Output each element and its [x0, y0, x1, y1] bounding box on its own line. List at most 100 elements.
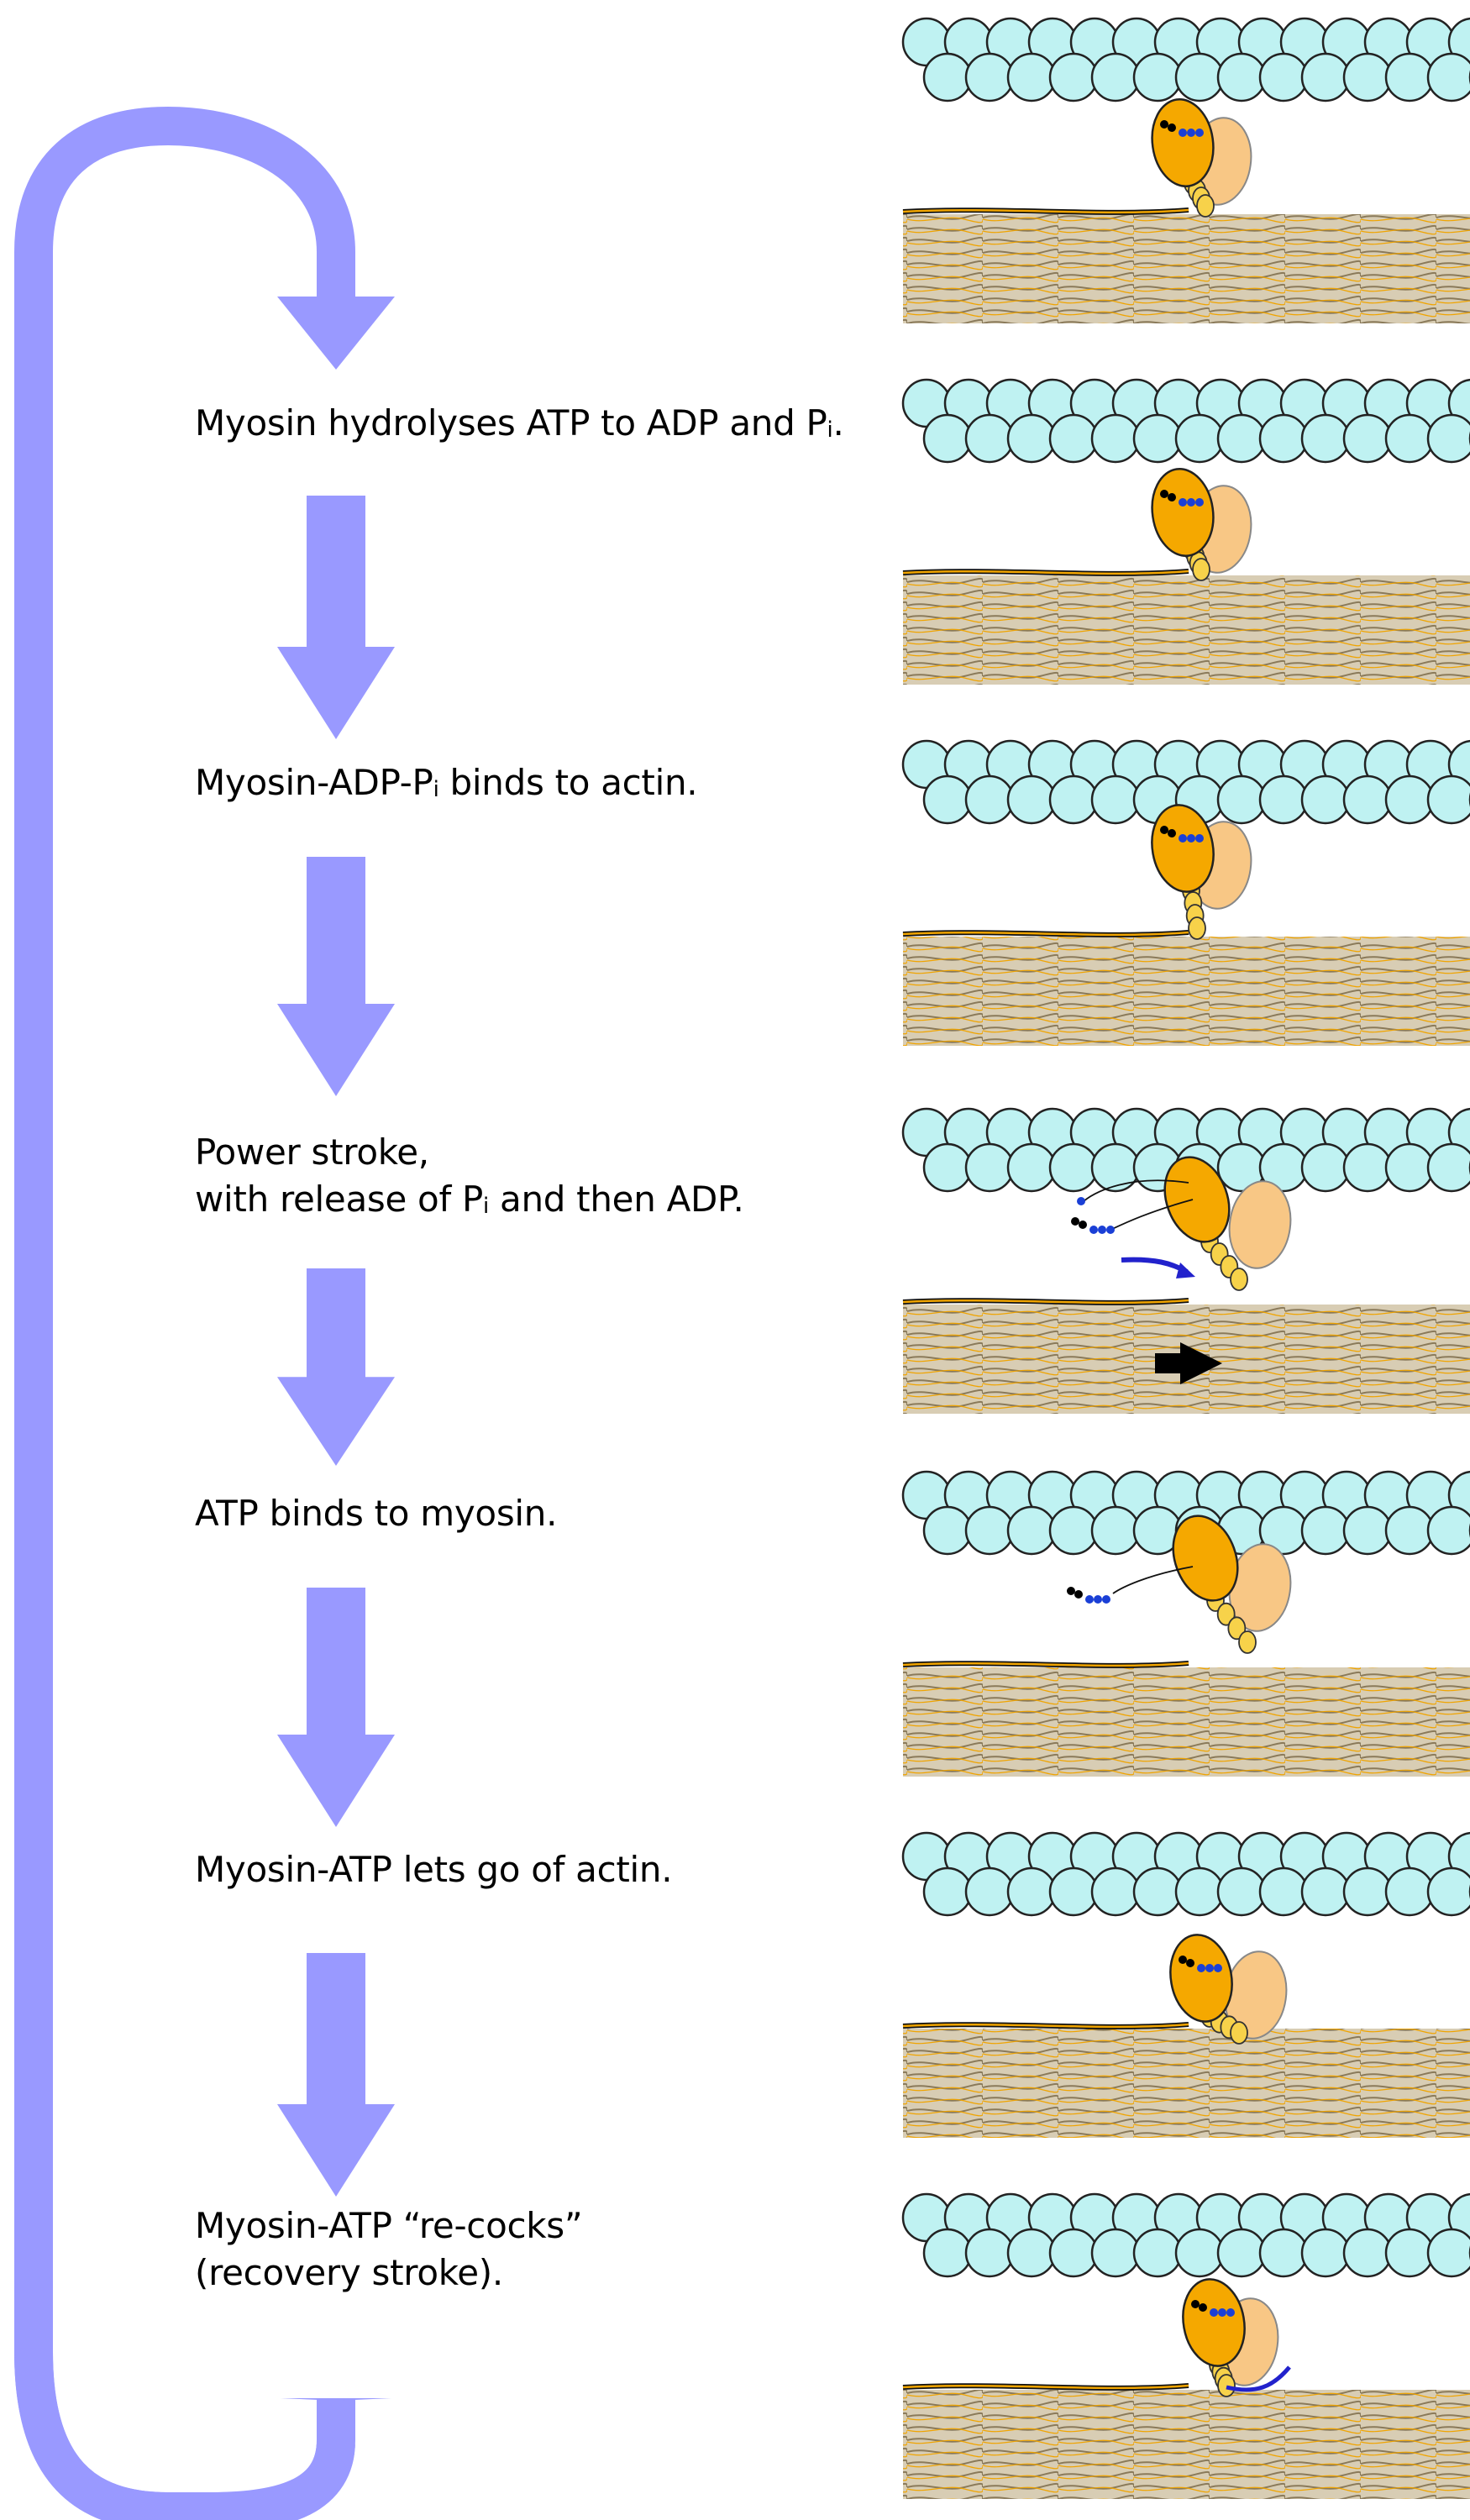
filament-motion-arrow [1155, 1342, 1222, 1384]
myosin-tail-highlight [902, 1299, 1189, 1305]
actin-monomer [964, 2228, 1015, 2278]
actin-monomer [1132, 1866, 1183, 1917]
actin-monomer [1132, 52, 1183, 102]
myosin-head [1151, 804, 1215, 893]
actin-monomer [1174, 52, 1225, 102]
step-hydrolysis-text: Myosin hydrolyses ATP to ADP and Pi. [195, 402, 844, 444]
actin-monomer [1342, 774, 1393, 825]
actin-monomer [1216, 774, 1267, 825]
actin-monomer [1426, 774, 1470, 825]
myosin-head [1172, 1515, 1239, 1602]
recovery-stroke-arrow [1226, 2365, 1291, 2392]
actin-monomer [1384, 1142, 1435, 1193]
actin-monomer [1426, 1142, 1470, 1193]
nucleotide-phosphate-dot [1218, 2308, 1226, 2317]
actin-monomer [964, 1505, 1015, 1556]
nucleotide-adp-dot [1168, 493, 1176, 501]
down-arrow-head-5 [277, 2104, 395, 2197]
down-arrow-shaft-1 [307, 496, 365, 648]
actin-monomer [1174, 1866, 1225, 1917]
actin-monomer [922, 1505, 973, 1556]
released-adp-dot [1079, 1221, 1087, 1229]
actin-monomer [922, 52, 973, 102]
actin-monomer [1258, 774, 1309, 825]
actin-monomer [922, 413, 973, 464]
nucleotide-phosphate-dot [1197, 1964, 1205, 1972]
panel-3 [901, 739, 1470, 1046]
actin-monomer [922, 774, 973, 825]
nucleotide-phosphate-dot [1187, 498, 1195, 507]
step-arrows [277, 496, 395, 2197]
panel-7 [901, 2192, 1470, 2499]
actin-monomer [1090, 1142, 1141, 1193]
actin-monomer [922, 2228, 973, 2278]
myosin-lever-bead [1227, 1616, 1247, 1641]
actin-monomer [1342, 1505, 1393, 1556]
nucleotide-phosphate-dot [1187, 129, 1195, 137]
incoming-atp-adp-dot [1074, 1590, 1083, 1599]
nucleotide-phosphate-dot [1179, 498, 1187, 507]
down-arrow-shaft-5 [307, 1953, 365, 2106]
actin-monomer [1090, 413, 1141, 464]
myosin-lever-bead [1192, 558, 1210, 581]
actin-monomer [1216, 413, 1267, 464]
panel-6 [901, 1831, 1470, 2138]
released-phosphate-dot [1106, 1226, 1115, 1234]
pi-release-line [1083, 1179, 1189, 1202]
actin-monomer [1426, 413, 1470, 464]
actin-monomer [1090, 1505, 1141, 1556]
myosin-head [1151, 468, 1215, 557]
actin-monomer [1258, 2228, 1309, 2278]
myosin-tail-highlight [902, 2384, 1189, 2390]
myosin-tail-highlight [902, 570, 1189, 575]
step-atp-binding-text: ATP binds to myosin. [195, 1493, 558, 1534]
thick-filament [903, 214, 1470, 323]
myosin-lever-bead [1238, 1630, 1257, 1654]
myosin-ghost-head [1228, 1180, 1292, 1269]
actin-monomer [1006, 52, 1057, 102]
released-phosphate [1077, 1197, 1085, 1205]
actin-monomer [1216, 52, 1267, 102]
actin-monomer [922, 1866, 973, 1917]
nucleotide-adp-dot [1160, 120, 1168, 129]
myosin-tail-highlight [902, 208, 1189, 214]
actin-monomer [1006, 1505, 1057, 1556]
actin-monomer [1384, 1505, 1435, 1556]
actin-monomer [1216, 2228, 1267, 2278]
released-adp-dot [1071, 1217, 1079, 1226]
actin-monomer [1006, 413, 1057, 464]
step-recovery-text: Myosin-ATP “re-cocks” (recovery stroke). [195, 2205, 583, 2293]
actin-monomer [1384, 774, 1435, 825]
actin-monomer [1426, 52, 1470, 102]
actin-monomer [1090, 2228, 1141, 2278]
nucleotide-adp-dot [1168, 829, 1176, 837]
actin-monomer [1342, 2228, 1393, 2278]
actin-monomer [1342, 1866, 1393, 1917]
actin-monomer [1090, 52, 1141, 102]
down-arrow-head-4 [277, 1735, 395, 1827]
myosin-lever-bead [1188, 916, 1206, 940]
myosin-tail-highlight [902, 1662, 1189, 1667]
nucleotide-adp-dot [1168, 123, 1176, 132]
actin-monomer [1006, 1866, 1057, 1917]
power-stroke-arrow [1121, 1257, 1189, 1274]
nucleotide-phosphate-dot [1226, 2308, 1235, 2317]
actin-monomer [1384, 52, 1435, 102]
incoming-atp-phosphate-dot [1085, 1595, 1094, 1604]
down-arrow-shaft-3 [307, 1268, 365, 1379]
actin-monomer [1048, 774, 1099, 825]
actin-monomer [1426, 1866, 1470, 1917]
released-phosphate-dot [1089, 1226, 1098, 1234]
actin-monomer [1258, 413, 1309, 464]
actin-monomer [1090, 1866, 1141, 1917]
cycle-arrow-shaft [14, 107, 355, 2520]
released-phosphate-dot [1098, 1226, 1106, 1234]
incoming-atp-phosphate-dot [1102, 1595, 1110, 1604]
panel-5 [901, 1470, 1470, 1777]
myosin-lever-bead [1196, 194, 1215, 218]
actin-monomer [1258, 1866, 1309, 1917]
nucleotide-adp-dot [1199, 2303, 1207, 2312]
nucleotide-adp-dot [1160, 826, 1168, 834]
actin-monomer [1342, 1142, 1393, 1193]
